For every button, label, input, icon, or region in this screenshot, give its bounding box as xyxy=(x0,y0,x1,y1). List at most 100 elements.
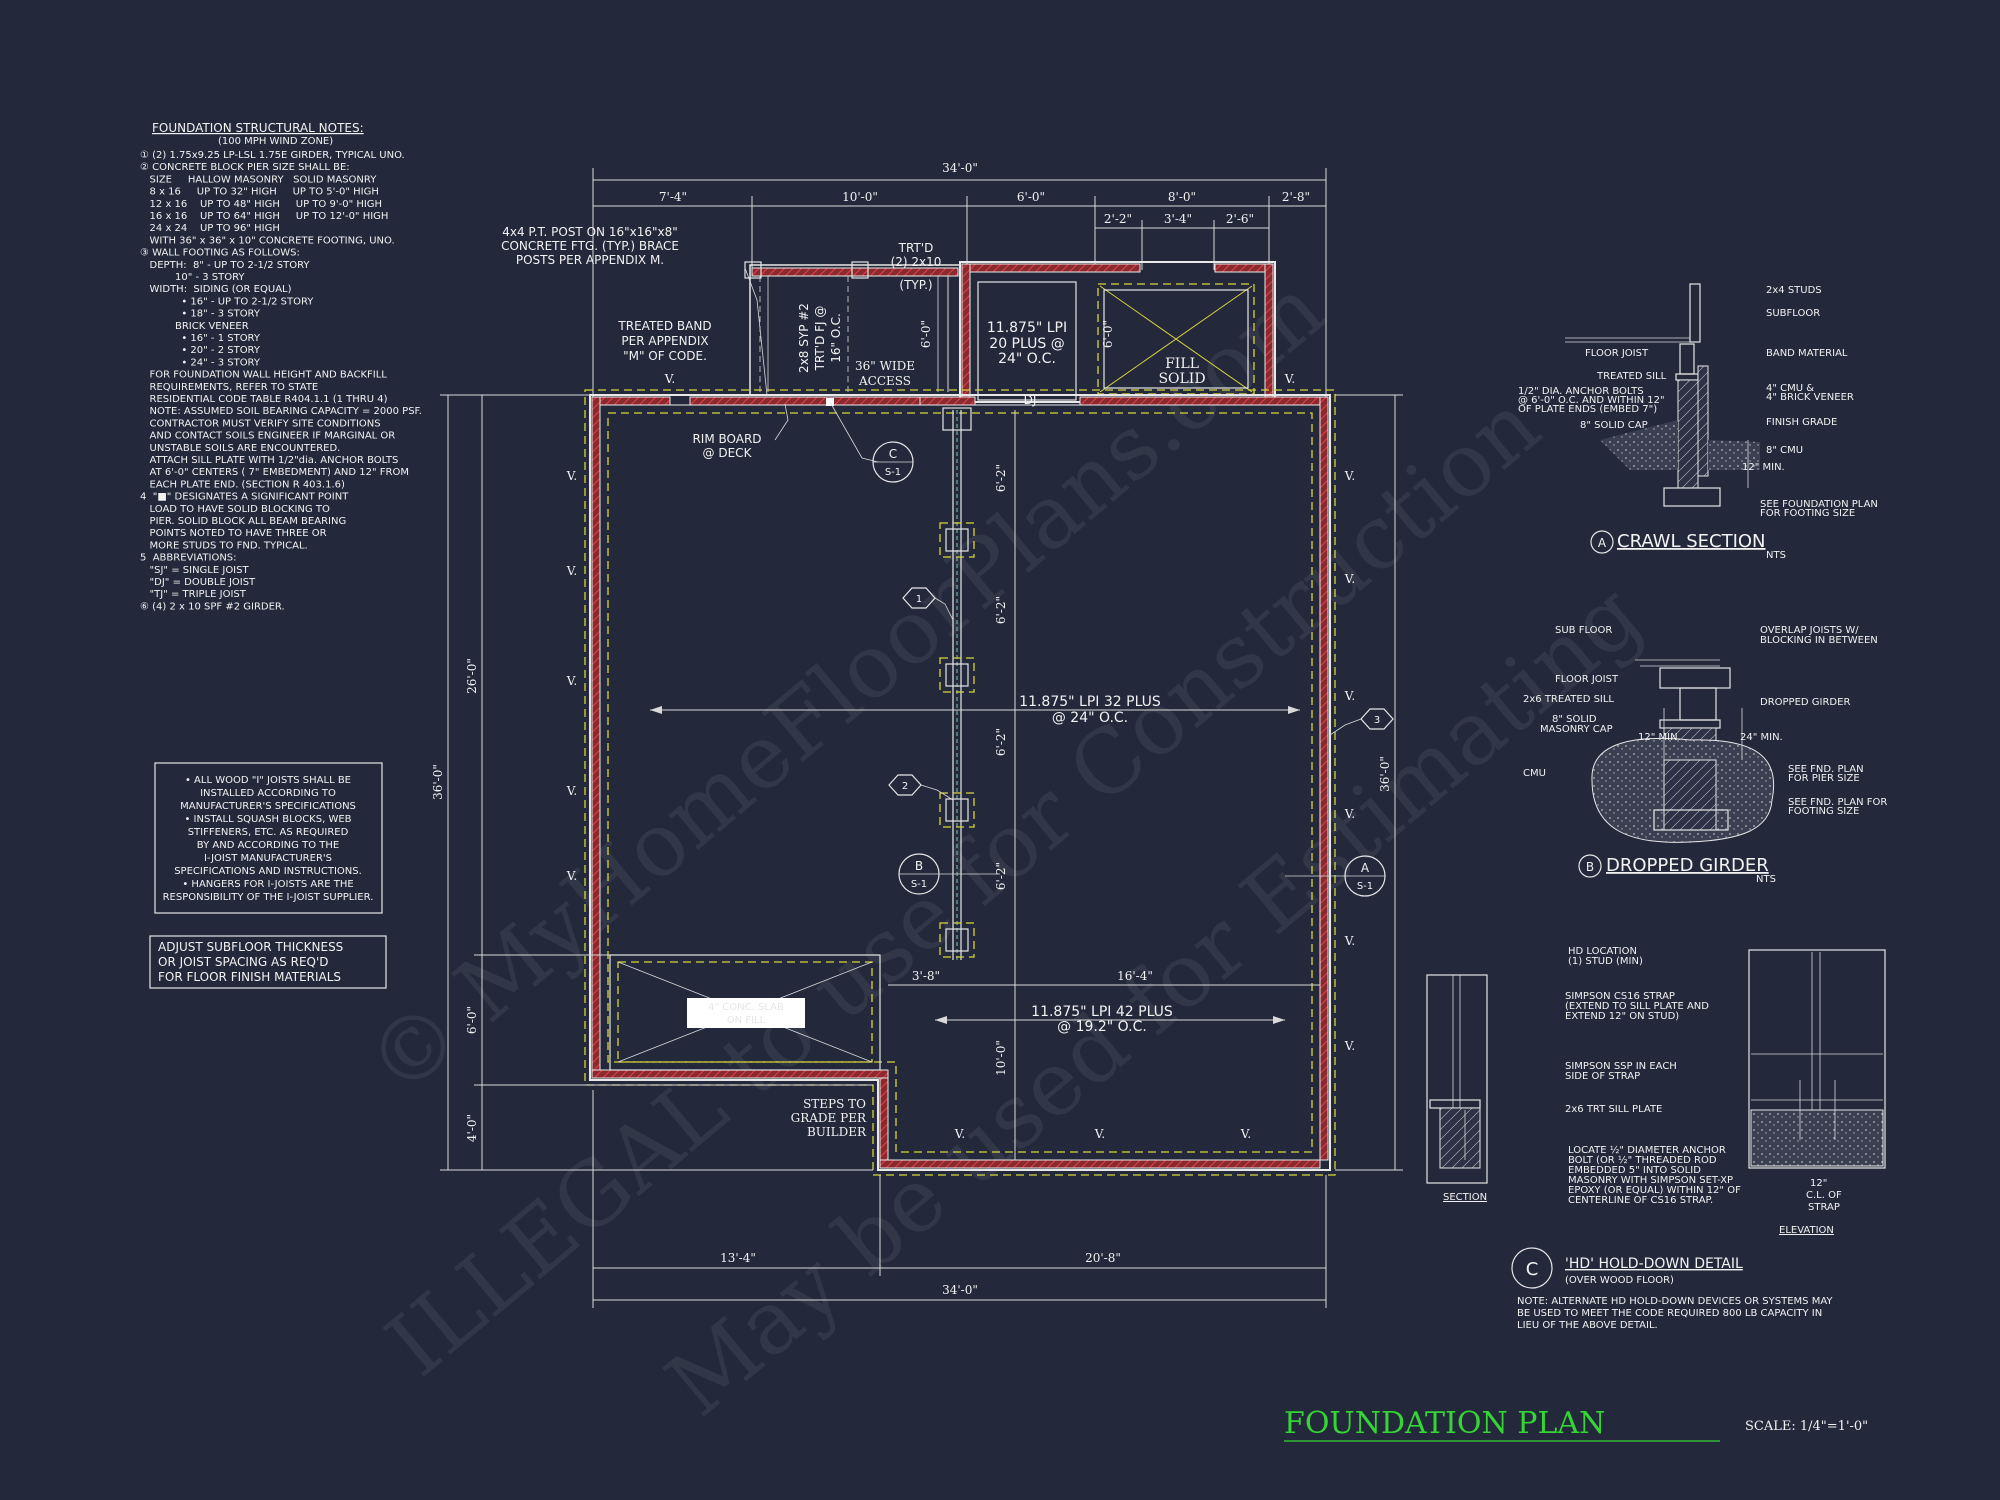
note-line: POINTS NOTED TO HAVE THREE OR xyxy=(140,528,327,539)
dropped-label: 2x6 TREATED SILL xyxy=(1523,694,1614,705)
ijoist-note-line: I-JOIST MANUFACTURER'S xyxy=(204,853,332,864)
note-line: • 20" - 2 STORY xyxy=(140,345,261,356)
dim-bottom-overall: 34'-0" xyxy=(942,1283,978,1297)
slab-outline xyxy=(609,954,881,1071)
ijoist-note-line: STIFFENERS, ETC. AS REQUIRED xyxy=(188,827,349,838)
crawl-label: 8" CMU xyxy=(1766,445,1803,456)
sill xyxy=(1659,719,1721,729)
label-fill-1: FILL xyxy=(1165,356,1199,372)
dropped-label: FOR PIER SIZE xyxy=(1788,773,1860,784)
note-line: WIDTH: SIDING (OR EQUAL) xyxy=(140,284,292,295)
note-line: 4 "■" DESIGNATES A SIGNIFICANT POINT xyxy=(140,492,349,503)
note-line: WITH 36" x 36" x 10" CONCRETE FOOTING, U… xyxy=(140,235,395,246)
pier-footing xyxy=(939,522,975,558)
holddown-label: EPOXY (OR EQUAL) WITHIN 12" OF xyxy=(1568,1185,1741,1196)
crawl-label: 4" BRICK VENEER xyxy=(1766,392,1854,403)
holddown-label: STRAP xyxy=(1808,1202,1840,1213)
label-post-3: POSTS PER APPENDIX M. xyxy=(516,253,664,267)
dim-porch-6: 6'-0" xyxy=(919,320,933,348)
lpi20-area xyxy=(977,281,1077,401)
note-line: 16 x 16 UP TO 64" HIGH UP TO 12'-0" HIGH xyxy=(140,211,388,222)
holddown-label: MASONRY WITH SIMPSON SET-XP xyxy=(1568,1175,1733,1186)
label-trtd-1: TRT'D xyxy=(898,241,934,255)
label-access-2: ACCESS xyxy=(858,374,911,388)
ijoist-note-line: • ALL WOOD "I" JOISTS SHALL BE xyxy=(185,775,351,786)
arrow-head xyxy=(1273,1016,1285,1024)
dropped-label: MASONRY CAP xyxy=(1540,724,1613,735)
callout-c-sheet: S-1 xyxy=(885,467,901,478)
label-rim-1: RIM BOARD xyxy=(692,432,761,446)
crawl-label: SEE FOUNDATION PLAN xyxy=(1760,499,1878,510)
label-steps-1: STEPS TO xyxy=(803,1097,866,1111)
dim-left-1: 26'-0" xyxy=(465,658,479,694)
holddown-letter: C xyxy=(1526,1259,1539,1280)
masonry xyxy=(1750,1109,1884,1167)
ijoist-note-line: MANUFACTURER'S SPECIFICATIONS xyxy=(180,801,356,812)
callout-a: A S-1 xyxy=(1285,855,1386,897)
note-line: ⑥ (4) 2 x 10 SPF #2 GIRDER. xyxy=(140,601,285,612)
label-access-1: 36" WIDE xyxy=(855,359,915,373)
wall-step-v xyxy=(879,1077,889,1161)
piers xyxy=(939,407,975,958)
holddown-note-2: BE USED TO MEET THE CODE REQUIRED 800 LB… xyxy=(1517,1308,1822,1319)
dim-bottom-1: 13'-4" xyxy=(720,1251,756,1265)
label-lpi42-1: 11.875" LPI 42 PLUS xyxy=(1031,1004,1173,1020)
note-line: "DJ" = DOUBLE JOIST xyxy=(140,577,256,588)
dim-top-1: 7'-4" xyxy=(659,190,687,204)
crawl-label: BAND MATERIAL xyxy=(1766,348,1848,359)
holddown-label: 12" xyxy=(1810,1178,1827,1189)
notes-sub: (100 MPH WIND ZONE) xyxy=(218,136,333,147)
slab-footing xyxy=(617,961,873,1063)
crawl-label: FINISH GRADE xyxy=(1766,417,1837,428)
dim-3-8: 3'-8" xyxy=(912,969,940,983)
crawl-label: FOR FOOTING SIZE xyxy=(1760,508,1855,519)
label-band-1: TREATED BAND xyxy=(617,319,711,333)
dropped-label: SUB FLOOR xyxy=(1555,625,1612,636)
title-circle xyxy=(1578,854,1602,878)
note-line: ③ WALL FOOTING AS FOLLOWS: xyxy=(140,248,300,259)
label-band-2: PER APPENDIX xyxy=(621,334,708,348)
note-line: 8 x 16 UP TO 32" HIGH UP TO 5'-0" HIGH xyxy=(140,187,379,198)
vent-label: V. xyxy=(1344,689,1355,703)
vent-label: V. xyxy=(1344,469,1355,483)
leader xyxy=(774,403,789,441)
holddown-label: BOLT (OR ½" THREADED ROD xyxy=(1568,1154,1717,1166)
note-line: MORE STUDS TO FND. TYPICAL. xyxy=(140,540,308,551)
wall-right xyxy=(1319,396,1329,1161)
footing-outer xyxy=(584,389,1336,1176)
pier-footing xyxy=(939,922,975,958)
title-circle xyxy=(1511,1247,1553,1289)
dim-fill-6: 6'-0" xyxy=(1101,320,1115,348)
label-trtd-3: (TYP.) xyxy=(899,278,932,292)
label-post-2: CONCRETE FTG. (TYP.) BRACE xyxy=(501,239,679,253)
subfloor-note-line: FOR FLOOR FINISH MATERIALS xyxy=(158,970,341,984)
crawl-label: 8" SOLID CAP xyxy=(1580,420,1648,431)
note-line: 12 x 16 UP TO 48" HIGH UP TO 9'-0" HIGH xyxy=(140,199,382,210)
note-line: NOTE: ASSUMED SOIL BEARING CAPACITY = 20… xyxy=(140,406,422,417)
cmu-wall xyxy=(1677,379,1699,489)
holddown-label: (EXTEND TO SILL PLATE AND xyxy=(1565,1001,1709,1012)
note-line: CONTRACTOR MUST VERIFY SITE CONDITIONS xyxy=(140,418,381,429)
note-line: LOAD TO HAVE SOLID BLOCKING TO xyxy=(140,504,330,515)
vent-label: V. xyxy=(954,1127,965,1141)
foundation-plan: 34'-0" 7'-4" 10'-0" 6'-0" 8'-0" 2'-8" 2'… xyxy=(431,161,1403,1308)
sheet-scale: SCALE: 1/4"=1'-0" xyxy=(1745,1419,1868,1434)
dropped-label: FLOOR JOIST xyxy=(1555,674,1619,685)
note-line: REQUIREMENTS, REFER TO STATE xyxy=(140,382,318,393)
vent-label: V. xyxy=(1344,1039,1355,1053)
footing xyxy=(1663,487,1721,507)
fill-solid-box xyxy=(1103,289,1249,389)
dim-left-overall: 36'-0" xyxy=(431,764,445,800)
note-line: • 24" - 3 STORY xyxy=(140,357,261,368)
holddown-sub: (OVER WOOD FLOOR) xyxy=(1565,1275,1674,1286)
label-post-1: 4x4 P.T. POST ON 16"x16"x8" xyxy=(502,225,678,239)
elevation-frame xyxy=(1748,949,1886,1169)
ijoist-note-line: SPECIFICATIONS AND INSTRUCTIONS. xyxy=(174,866,362,877)
dim-16-4: 16'-4" xyxy=(1117,969,1153,983)
label-dj: DJ xyxy=(1024,393,1037,407)
tag-1: 1 xyxy=(902,587,954,621)
holddown-label: EMBEDDED 5" INTO SOLID xyxy=(1568,1165,1701,1176)
main-outline xyxy=(589,394,1331,1171)
pier-footing xyxy=(939,792,975,828)
